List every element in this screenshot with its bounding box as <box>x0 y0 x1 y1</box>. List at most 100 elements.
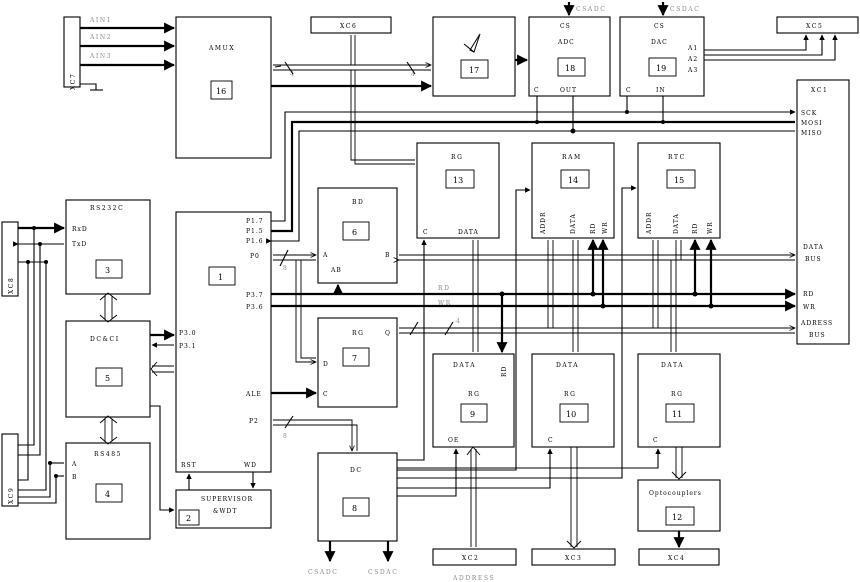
rg11-data: DATA <box>661 362 684 369</box>
xc1-label: XC1 <box>811 87 828 94</box>
block-dc8: DC 8 <box>317 452 398 542</box>
block-ram: RAM 14 ADDR DATA RD WR <box>531 142 615 239</box>
adc-number: 18 <box>565 64 575 73</box>
block-optocouplers: Optocouplers 12 <box>637 479 721 532</box>
xc8-label: XC8 <box>8 277 15 294</box>
rg10-number: 10 <box>566 410 576 419</box>
block-mcu: 1 P1.7 P1.5 P1.6 P0 P3.7 P3.6 P3.0 P3.1 … <box>175 211 272 473</box>
connector-xc3: XC3 <box>531 548 616 566</box>
adc-pin-out: OUT <box>560 87 577 94</box>
rs232c-txd: TxD <box>72 241 87 248</box>
dac-pin-in: IN <box>656 87 666 94</box>
block-rg11: DATA RG 11 C <box>637 353 721 448</box>
signal-address: ADDRESS <box>452 575 495 582</box>
ram-pin-wr: WR <box>602 221 609 234</box>
rg9-pin-rd: RD <box>501 366 508 377</box>
mcu-pin-p2: P2 <box>249 418 259 425</box>
ram-pin-rd: RD <box>590 223 597 234</box>
rg7-pin-q: Q <box>385 330 391 337</box>
amux-label: AMUX <box>208 45 235 52</box>
mcu-pin-p16: P1.6 <box>246 238 264 245</box>
block-amux: AMUX 16 <box>175 16 272 159</box>
signal-ain2: AIN2 <box>89 34 112 41</box>
rg9-number: 9 <box>470 410 475 419</box>
dcci-label: DC&CI <box>90 336 120 343</box>
ram-pin-data: DATA <box>570 213 577 234</box>
block-supervisor: SUPERVISOR &WDT 2 <box>175 489 272 529</box>
xc1-mosi: MOSI <box>801 120 823 127</box>
mcu-pin-wd: WD <box>244 462 257 469</box>
rg9-data: DATA <box>453 362 476 369</box>
block-rs232c: RS232C RxD TxD 3 <box>65 199 151 295</box>
rg10-pin-c: C <box>548 437 554 444</box>
rg7-number: 7 <box>352 354 357 363</box>
bd-number: 6 <box>352 228 357 237</box>
rg9-pin-oe: OE <box>448 437 459 444</box>
block-control: 17 <box>432 16 516 97</box>
rs485-pin-b: B <box>72 474 77 481</box>
dac-title-2: DAC <box>651 39 668 46</box>
bus-width-8-b: 8 <box>283 433 288 440</box>
signal-ain1: AIN1 <box>89 17 112 24</box>
rs232c-label: RS232C <box>90 205 124 212</box>
rtc-pin-wr: WR <box>707 221 714 234</box>
mcu-pin-p15: P1.5 <box>246 228 264 235</box>
block-rg7: RG 7 D C Q <box>317 317 398 408</box>
signal-rd-mid: RD <box>438 285 451 292</box>
signal-wr-mid: WR <box>438 300 452 307</box>
block-dac: CS DAC 19 C IN A1 A2 A3 <box>619 16 705 97</box>
rg10-data: DATA <box>556 362 579 369</box>
optocouplers-label: Optocouplers <box>649 490 702 497</box>
rg13-number: 13 <box>453 176 463 185</box>
block-rg9: DATA RD RG 9 OE <box>432 353 515 448</box>
dac-pin-a3: A3 <box>687 67 698 74</box>
xc6-label: XC6 <box>340 23 357 30</box>
rtc-pin-rd: RD <box>692 223 699 234</box>
xc7-label: XC7 <box>70 73 77 90</box>
rs232c-number: 3 <box>105 266 110 275</box>
rg10-label: RG <box>564 391 577 398</box>
control-number: 17 <box>469 66 479 75</box>
signal-cs-adc-top: CSADC <box>576 6 606 13</box>
xc1-addrbus-2: BUS <box>809 332 826 339</box>
xc4-label: XC4 <box>668 555 685 562</box>
signal-ain3: AIN3 <box>89 53 112 60</box>
dac-pin-a1: A1 <box>687 45 698 52</box>
rtc-pin-data: DATA <box>673 213 680 234</box>
rs485-pin-a: A <box>71 461 77 468</box>
supervisor-label-2: &WDT <box>213 508 237 515</box>
xc1-sck: SCK <box>801 110 817 117</box>
xc1-rd: RD <box>803 291 814 298</box>
xc1-wr: WR <box>803 304 816 311</box>
dc8-label: DC <box>350 467 363 474</box>
rg11-number: 11 <box>672 410 682 419</box>
connector-xc1: XC1 SCK MOSI MISO DATA BUS RD WR ADRESS … <box>796 79 850 345</box>
adc-pin-c: C <box>534 87 540 94</box>
rtc-label: RTC <box>668 154 686 161</box>
rs485-number: 4 <box>105 490 110 499</box>
xc1-addrbus-1: ADRESS <box>800 320 833 327</box>
bd-label: BD <box>352 199 364 206</box>
rs232c-rxd: RxD <box>72 226 88 233</box>
bus-width-4-c: 4 <box>456 318 461 325</box>
signal-cs-dac-bottom: CSDAC <box>368 569 398 576</box>
mcu-pin-ale: ALE <box>245 391 262 398</box>
rg9-label: RG <box>468 391 481 398</box>
connector-xc6: XC6 <box>310 16 392 34</box>
mcu-number: 1 <box>218 273 223 282</box>
dac-title-1: CS <box>654 23 665 30</box>
xc1-databus-2: BUS <box>805 256 822 263</box>
xc2-label: XC2 <box>462 555 479 562</box>
block-rg10: DATA RG 10 C <box>531 353 615 448</box>
connector-xc8: XC8 <box>1 221 19 297</box>
xc9-label: XC9 <box>8 487 15 504</box>
connector-xc7: XC7 <box>63 16 81 90</box>
xc3-label: XC3 <box>565 555 582 562</box>
mcu-pin-rst: RST <box>181 462 197 469</box>
rtc-pin-addr: ADDR <box>646 212 653 235</box>
bus-width-4-b: 4 <box>411 71 416 78</box>
rs485-label: RS485 <box>94 451 122 458</box>
bus-width-4-a: 4 <box>290 71 295 78</box>
dac-pin-a2: A2 <box>687 56 698 63</box>
connector-xc9: XC9 <box>1 433 19 507</box>
